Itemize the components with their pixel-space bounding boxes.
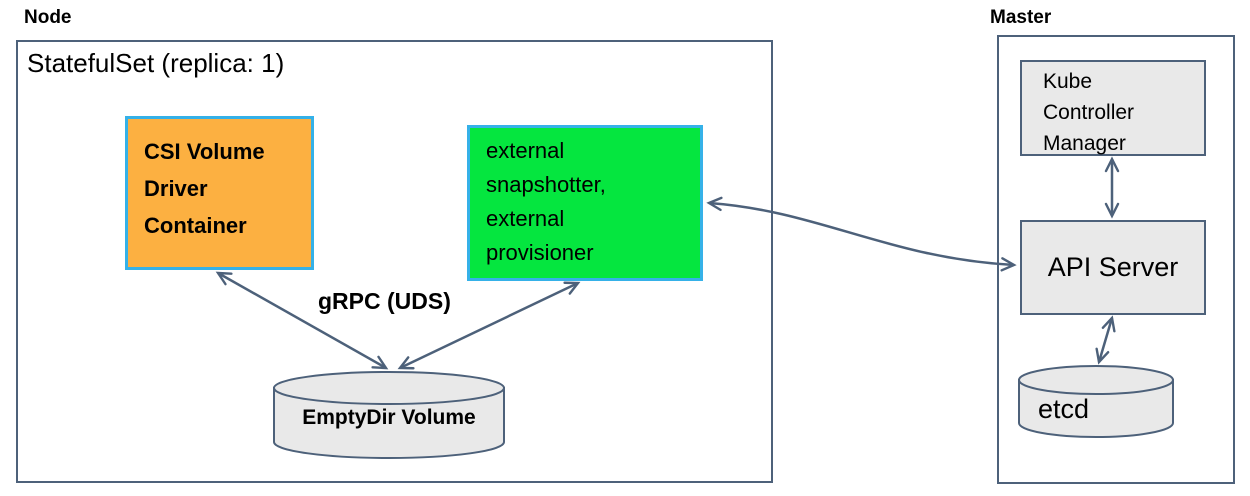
master-section-label: Master bbox=[990, 7, 1052, 28]
external-box-line: snapshotter, bbox=[486, 172, 606, 197]
kube-controller-manager-box: Kube Controller Manager bbox=[1020, 60, 1206, 156]
statefulset-title: StatefulSet (replica: 1) bbox=[27, 48, 285, 78]
csi-box-line: Driver bbox=[144, 176, 208, 201]
kcm-box-line: Kube bbox=[1043, 70, 1093, 93]
api-server-label: API Server bbox=[1047, 252, 1179, 282]
node-section-label: Node bbox=[24, 7, 72, 28]
csi-box-line: CSI Volume bbox=[144, 139, 265, 164]
emptydir-volume-label: EmptyDir Volume bbox=[302, 406, 476, 429]
csi-box-line: Container bbox=[144, 213, 247, 238]
grpc-uds-label: gRPC (UDS) bbox=[318, 288, 451, 314]
external-snapshotter-provisioner-box: external snapshotter, external provision… bbox=[467, 125, 703, 281]
external-box-line: external bbox=[486, 138, 565, 163]
api-server-box: API Server bbox=[1020, 220, 1206, 315]
external-box-line: provisioner bbox=[486, 240, 594, 265]
etcd-label: etcd bbox=[1038, 394, 1090, 424]
kcm-box-line: Controller bbox=[1043, 101, 1135, 124]
csi-volume-driver-container-box: CSI Volume Driver Container bbox=[125, 116, 314, 270]
kcm-box-line: Manager bbox=[1043, 132, 1126, 155]
external-box-line: external bbox=[486, 206, 565, 231]
